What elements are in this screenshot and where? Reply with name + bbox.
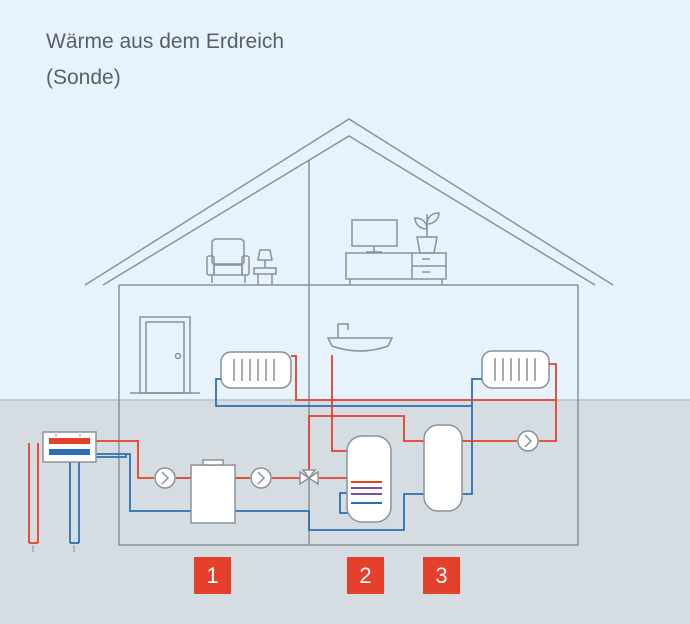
house-outline xyxy=(84,118,614,546)
pump-icon xyxy=(517,430,539,452)
badge-heat-pump: 1 xyxy=(206,562,219,588)
cold-pipe-network xyxy=(69,378,482,544)
probe-icon xyxy=(32,545,75,552)
water-tank-icon xyxy=(346,435,392,523)
sideboard-icon xyxy=(345,252,447,285)
radiator-icon xyxy=(481,350,550,389)
valve-icon xyxy=(299,469,319,486)
ground-background xyxy=(0,400,690,624)
collector-icon xyxy=(42,431,97,463)
sink-icon xyxy=(326,323,394,352)
door-icon xyxy=(130,316,200,394)
buffer-tank-icon xyxy=(423,424,463,512)
pump-icon xyxy=(154,467,176,489)
heat-pump-icon xyxy=(190,459,236,524)
title-line-2: (Sonde) xyxy=(46,66,121,89)
lamp-icon xyxy=(253,249,277,285)
badge-box-1 xyxy=(194,557,231,594)
title-line-1: Wärme aus dem Erdreich xyxy=(46,30,285,53)
badge-box-2 xyxy=(347,557,384,594)
tv-icon xyxy=(351,219,398,253)
pump-icon xyxy=(250,467,272,489)
badge-buffer-tank: 3 xyxy=(435,562,448,588)
badge-box-3 xyxy=(423,557,460,594)
badge-water-tank: 2 xyxy=(359,562,372,588)
hot-pipe-network xyxy=(28,355,557,544)
armchair-icon xyxy=(206,238,250,283)
radiator-icon xyxy=(220,351,292,389)
sky-background xyxy=(0,0,690,400)
plant-icon xyxy=(414,212,440,254)
